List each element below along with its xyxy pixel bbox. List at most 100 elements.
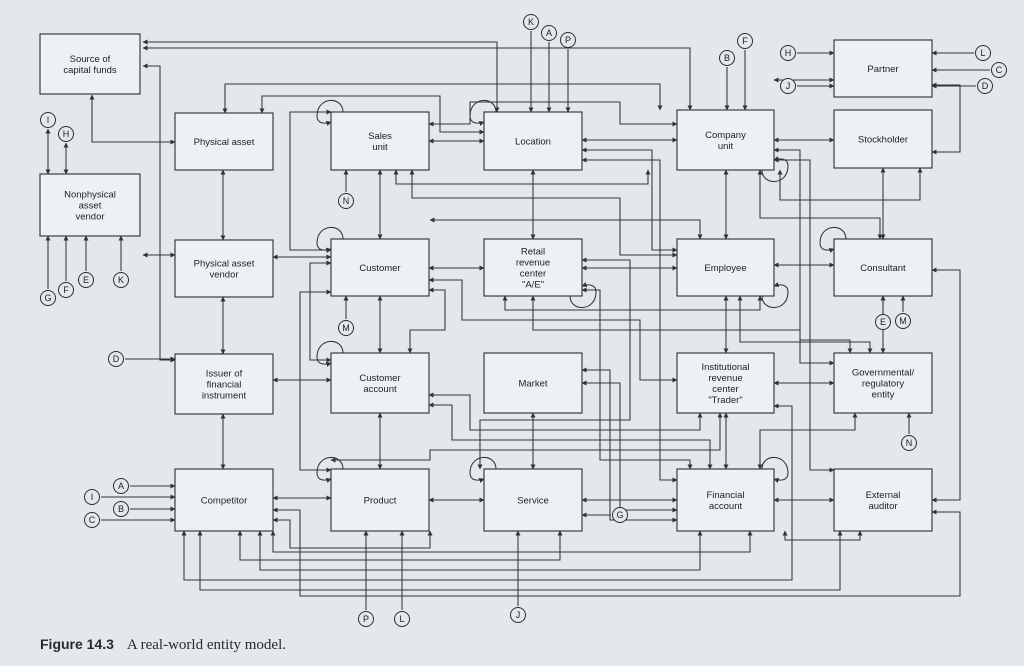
relationship-lines <box>45 31 990 610</box>
connector-m: M <box>338 320 354 336</box>
relationship-line <box>757 412 858 470</box>
entity-label: capital funds <box>63 65 117 76</box>
entity-label: Physical asset <box>194 137 255 148</box>
connector-label: M <box>899 316 907 326</box>
entity-label: Institutional <box>701 362 749 373</box>
connector-p: P <box>358 611 374 627</box>
entity-label: center <box>520 269 546 280</box>
entity-label: Location <box>515 137 551 148</box>
connector-circle <box>358 611 374 627</box>
figure-caption: Figure 14.3 A real-world entity model. <box>40 636 286 654</box>
self-loop-arrow <box>316 226 344 253</box>
relationship-line <box>272 507 961 597</box>
connector-label: N <box>906 438 913 448</box>
figure-number: Figure 14.3 <box>40 636 114 652</box>
connector-g: G <box>612 507 628 523</box>
relationship-line <box>330 412 723 463</box>
entity-label: regulatory <box>862 379 904 390</box>
connector-n: N <box>338 193 354 209</box>
entity-label: "A/E" <box>522 280 544 291</box>
relationship-line <box>737 295 873 354</box>
self-loop-arrow <box>761 156 789 183</box>
entity-box <box>833 39 933 98</box>
entity-box <box>39 173 141 237</box>
entity-label: auditor <box>868 501 897 512</box>
entity-label: entity <box>872 390 895 401</box>
entity-box <box>833 109 933 169</box>
relationship-line <box>289 109 332 253</box>
entity-customer: Customer <box>330 238 430 297</box>
connector-c: C <box>84 512 100 528</box>
relationship-line <box>259 95 485 135</box>
entity-product: Product <box>330 468 430 532</box>
entity-label: Customer <box>359 263 400 274</box>
connector-label: F <box>742 36 748 46</box>
entity-label: unit <box>372 142 388 153</box>
connector-circle <box>737 33 753 49</box>
connector-circle <box>58 126 74 142</box>
relationship-line <box>237 530 563 561</box>
entity-label: Customer <box>359 373 400 384</box>
entity-box <box>483 468 583 532</box>
entity-label: External <box>866 490 901 501</box>
entity-box <box>174 468 274 532</box>
relationship-line <box>931 82 961 155</box>
connector-circle <box>84 489 100 505</box>
entity-box <box>330 111 430 171</box>
relationship-line <box>931 267 961 503</box>
connector-circle <box>394 611 410 627</box>
entity-box <box>676 238 775 297</box>
entity-box <box>676 109 775 171</box>
entity-label: revenue <box>708 373 742 384</box>
entity-label: revenue <box>516 258 550 269</box>
entity-employee: Employee <box>676 238 775 297</box>
connector-label: B <box>724 53 730 63</box>
entity-location: Location <box>483 111 583 171</box>
connector-circle <box>510 607 526 623</box>
connector-h: H <box>780 45 796 61</box>
connector-circle <box>612 507 628 523</box>
connector-label: H <box>785 48 792 58</box>
connector-a: A <box>541 25 557 41</box>
connector-circle <box>40 290 56 306</box>
connector-b: B <box>719 50 735 66</box>
entity-box <box>330 468 430 532</box>
entity-label: Source of <box>70 54 111 65</box>
relationship-line <box>777 167 923 201</box>
self-loop-arrow <box>316 340 344 367</box>
connector-j: J <box>780 78 796 94</box>
connector-label: E <box>83 275 89 285</box>
connector-label: J <box>786 81 791 91</box>
connector-label: P <box>565 35 571 45</box>
connector-circle <box>113 272 129 288</box>
self-loop-arrow <box>819 226 847 253</box>
connector-label: B <box>118 504 124 514</box>
connector-p: P <box>560 32 576 48</box>
entity-label: center <box>712 384 738 395</box>
connector-circle <box>975 45 991 61</box>
entity-label: Retail <box>521 247 545 258</box>
entity-label: Market <box>518 379 547 390</box>
connector-label: C <box>89 515 96 525</box>
connector-circle <box>113 478 129 494</box>
connector-d: D <box>977 78 993 94</box>
entity-competitor: Competitor <box>174 468 274 532</box>
entity-label: Consultant <box>860 263 906 274</box>
entity-label: Nonphysical <box>64 190 116 201</box>
entity-service: Service <box>483 468 583 532</box>
entity-box <box>330 238 430 297</box>
entity-label: account <box>363 384 397 395</box>
entity-label: instrument <box>202 391 247 402</box>
connector-circle <box>108 351 124 367</box>
connector-circle <box>901 435 917 451</box>
entity-label: Physical asset <box>194 259 255 270</box>
entity-label: unit <box>718 141 734 152</box>
relationship-line <box>142 39 500 113</box>
